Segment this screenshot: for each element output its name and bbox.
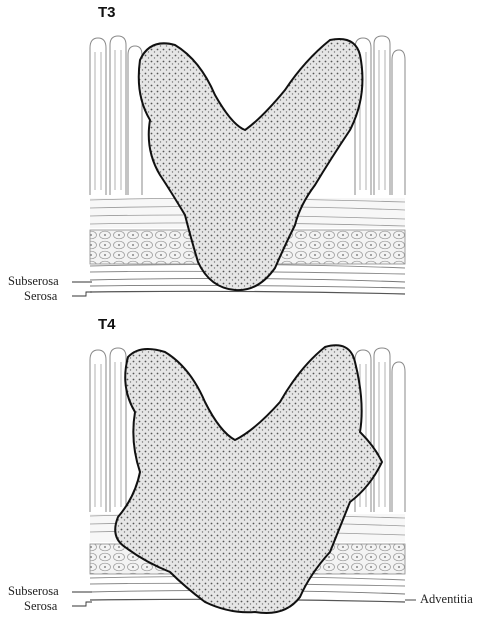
panel-t3: T3 Subserosa Serosa	[0, 0, 488, 305]
t4-leader-lines	[0, 312, 488, 617]
panel-t4: T4 Subserosa Serosa Adventitia	[0, 312, 488, 617]
t3-leader-lines	[0, 0, 488, 305]
